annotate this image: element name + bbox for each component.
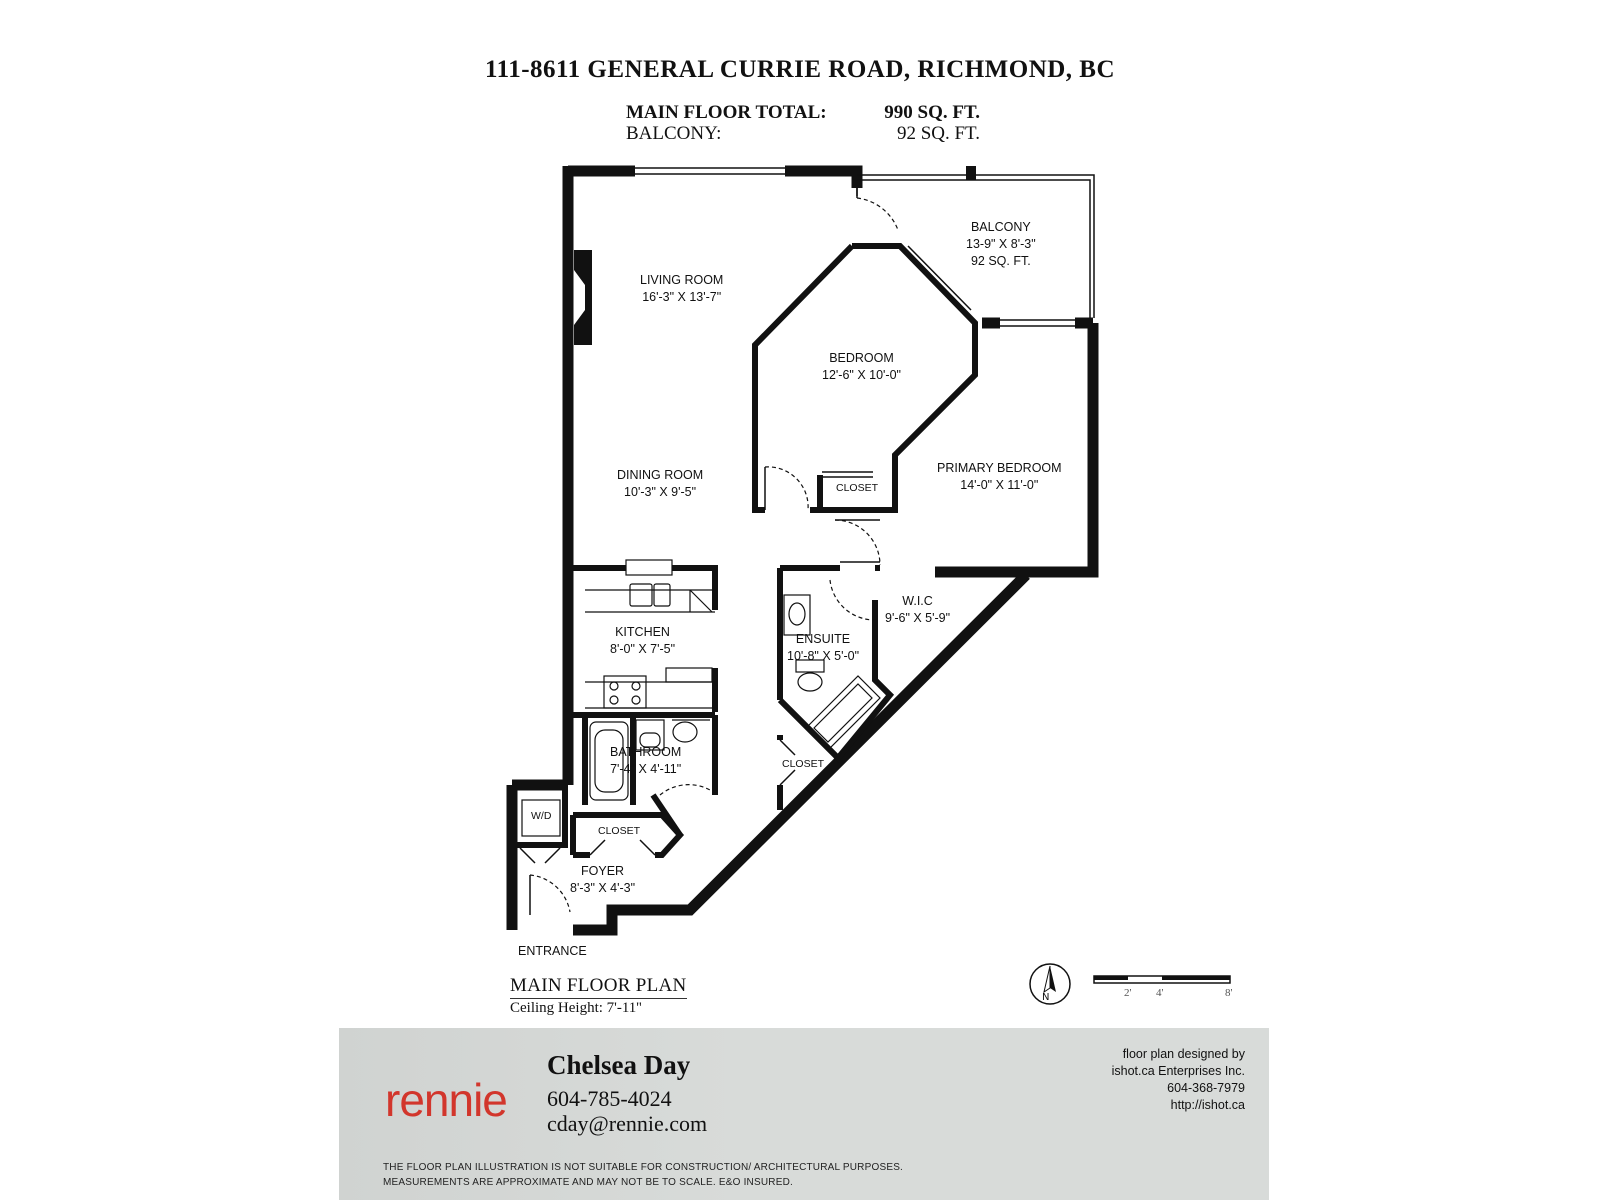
room-walk-in-closet: W.I.C 9'-6" X 5'-9" [885,593,950,627]
scale-bar: 2' 4' 8' [1093,975,1233,999]
scale-tick-4: 4' [1156,987,1164,999]
room-dimensions: 13-9" X 8'-3" [966,237,1036,251]
property-address-title: 111-8611 GENERAL CURRIE ROAD, RICHMOND, … [484,56,1116,83]
designer-company: ishot.ca Enterprises Inc. [1111,1064,1245,1078]
main-floor-total-label: MAIN FLOOR TOTAL: [626,102,827,123]
room-name: ENSUITE [795,632,851,646]
scale-tick-2: 2' [1124,987,1132,999]
plan-caption-title: MAIN FLOOR PLAN [510,975,687,999]
room-foyer-closet: CLOSET [598,823,640,840]
door-swings [529,197,899,913]
room-name: W.I.C [902,594,933,608]
disclaimer: THE FLOOR PLAN ILLUSTRATION IS NOT SUITA… [383,1160,903,1190]
agent-phone: 604-785-4024 [547,1086,672,1111]
room-ensuite: ENSUITE 10'-8" X 5'-0" [787,631,859,665]
room-name: BATHROOM [610,745,682,759]
rennie-logo: rennie [385,1074,508,1126]
room-living-room: LIVING ROOM 16'-3" X 13'-7" [640,272,723,306]
room-name: CLOSET [782,758,825,770]
room-dimensions: 9'-6" X 5'-9" [885,611,951,625]
room-dimensions: 10'-3" X 9'-5" [624,485,697,499]
room-dimensions: 7'-4" X 4'-11" [610,762,682,776]
room-washer-dryer: W/D [531,808,551,825]
room-hall-closet: CLOSET [782,756,824,773]
door-leaves [519,188,880,915]
room-name: BALCONY [970,220,1031,234]
disclaimer-line-2: MEASUREMENTS ARE APPROXIMATE AND MAY NOT… [383,1177,793,1188]
bathroom-walls [582,715,718,805]
exterior-walls [506,165,1099,936]
balcony-post [966,166,976,180]
room-dimensions: 16'-3" X 13'-7" [642,290,722,304]
room-dining-room: DINING ROOM 10'-3" X 9'-5" [617,467,703,501]
room-name: DINING ROOM [617,468,704,482]
room-area: 92 SQ. FT. [970,254,1031,268]
main-floor-total-value: 990 SQ. FT. [884,102,980,123]
scale-tick-8: 8' [1225,987,1233,999]
balcony-total-value: 92 SQ. FT. [896,123,980,144]
primary-bedroom-walls [777,323,978,810]
designer-url: http://ishot.ca [1170,1098,1245,1112]
room-kitchen: KITCHEN 8'-0" X 7'-5" [610,624,675,658]
north-arrow-icon: N [1029,963,1071,1005]
ceiling-height: Ceiling Height: 7'-11'' [510,1000,642,1016]
room-balcony: BALCONY 13-9" X 8'-3" 92 SQ. FT. [966,219,1036,270]
room-name: KITCHEN [615,625,670,639]
room-dimensions: 8'-0" X 7'-5" [610,642,676,656]
room-foyer: FOYER 8'-3" X 4'-3" [570,863,635,897]
room-dimensions: 8'-3" X 4'-3" [570,881,636,895]
room-bedroom: BEDROOM 12'-6" X 10'-0" [822,350,901,384]
designer-phone: 604-368-7979 [1167,1081,1245,1095]
kitchen-walls [568,565,718,718]
ensuite-fixtures [783,594,881,751]
room-dimensions: 12'-6" X 10'-0" [822,368,901,382]
room-name: FOYER [581,864,625,878]
room-name: CLOSET [598,825,641,837]
entrance-label: ENTRANCE [518,944,587,958]
room-dimensions: 14'-0" X 11'-0" [960,478,1039,492]
washer-dryer-unit [521,799,561,837]
kitchen-fixtures [585,559,715,709]
footer-banner: rennie Chelsea Day 604-785-4024 cday@ren… [339,1028,1269,1200]
plan-caption: MAIN FLOOR PLAN Ceiling Height: 7'-11'' [510,975,687,1017]
disclaimer-line-1: THE FLOOR PLAN ILLUSTRATION IS NOT SUITA… [383,1162,904,1173]
room-name: PRIMARY BEDROOM [937,461,1062,475]
room-name: BEDROOM [829,351,894,365]
room-bathroom: BATHROOM 7'-4" X 4'-11" [610,744,681,778]
room-name: LIVING ROOM [640,273,724,287]
designer-credit: floor plan designed by [1122,1047,1245,1061]
bathroom-fixtures [589,719,710,801]
agent-name: Chelsea Day [547,1050,691,1080]
compass-letter: N [1042,992,1049,1003]
agent-email: cday@rennie.com [547,1111,708,1136]
foyer-closet-walls [570,793,685,858]
room-name: CLOSET [836,482,879,494]
balcony-total-label: BALCONY: [626,123,722,144]
room-primary-bedroom: PRIMARY BEDROOM 14'-0" X 11'-0" [937,460,1062,494]
room-dimensions: 10'-8" X 5'-0" [787,649,860,663]
room-name: W/D [531,810,552,822]
room-bedroom-closet: CLOSET [836,480,878,497]
wd-closet-walls [512,785,568,848]
